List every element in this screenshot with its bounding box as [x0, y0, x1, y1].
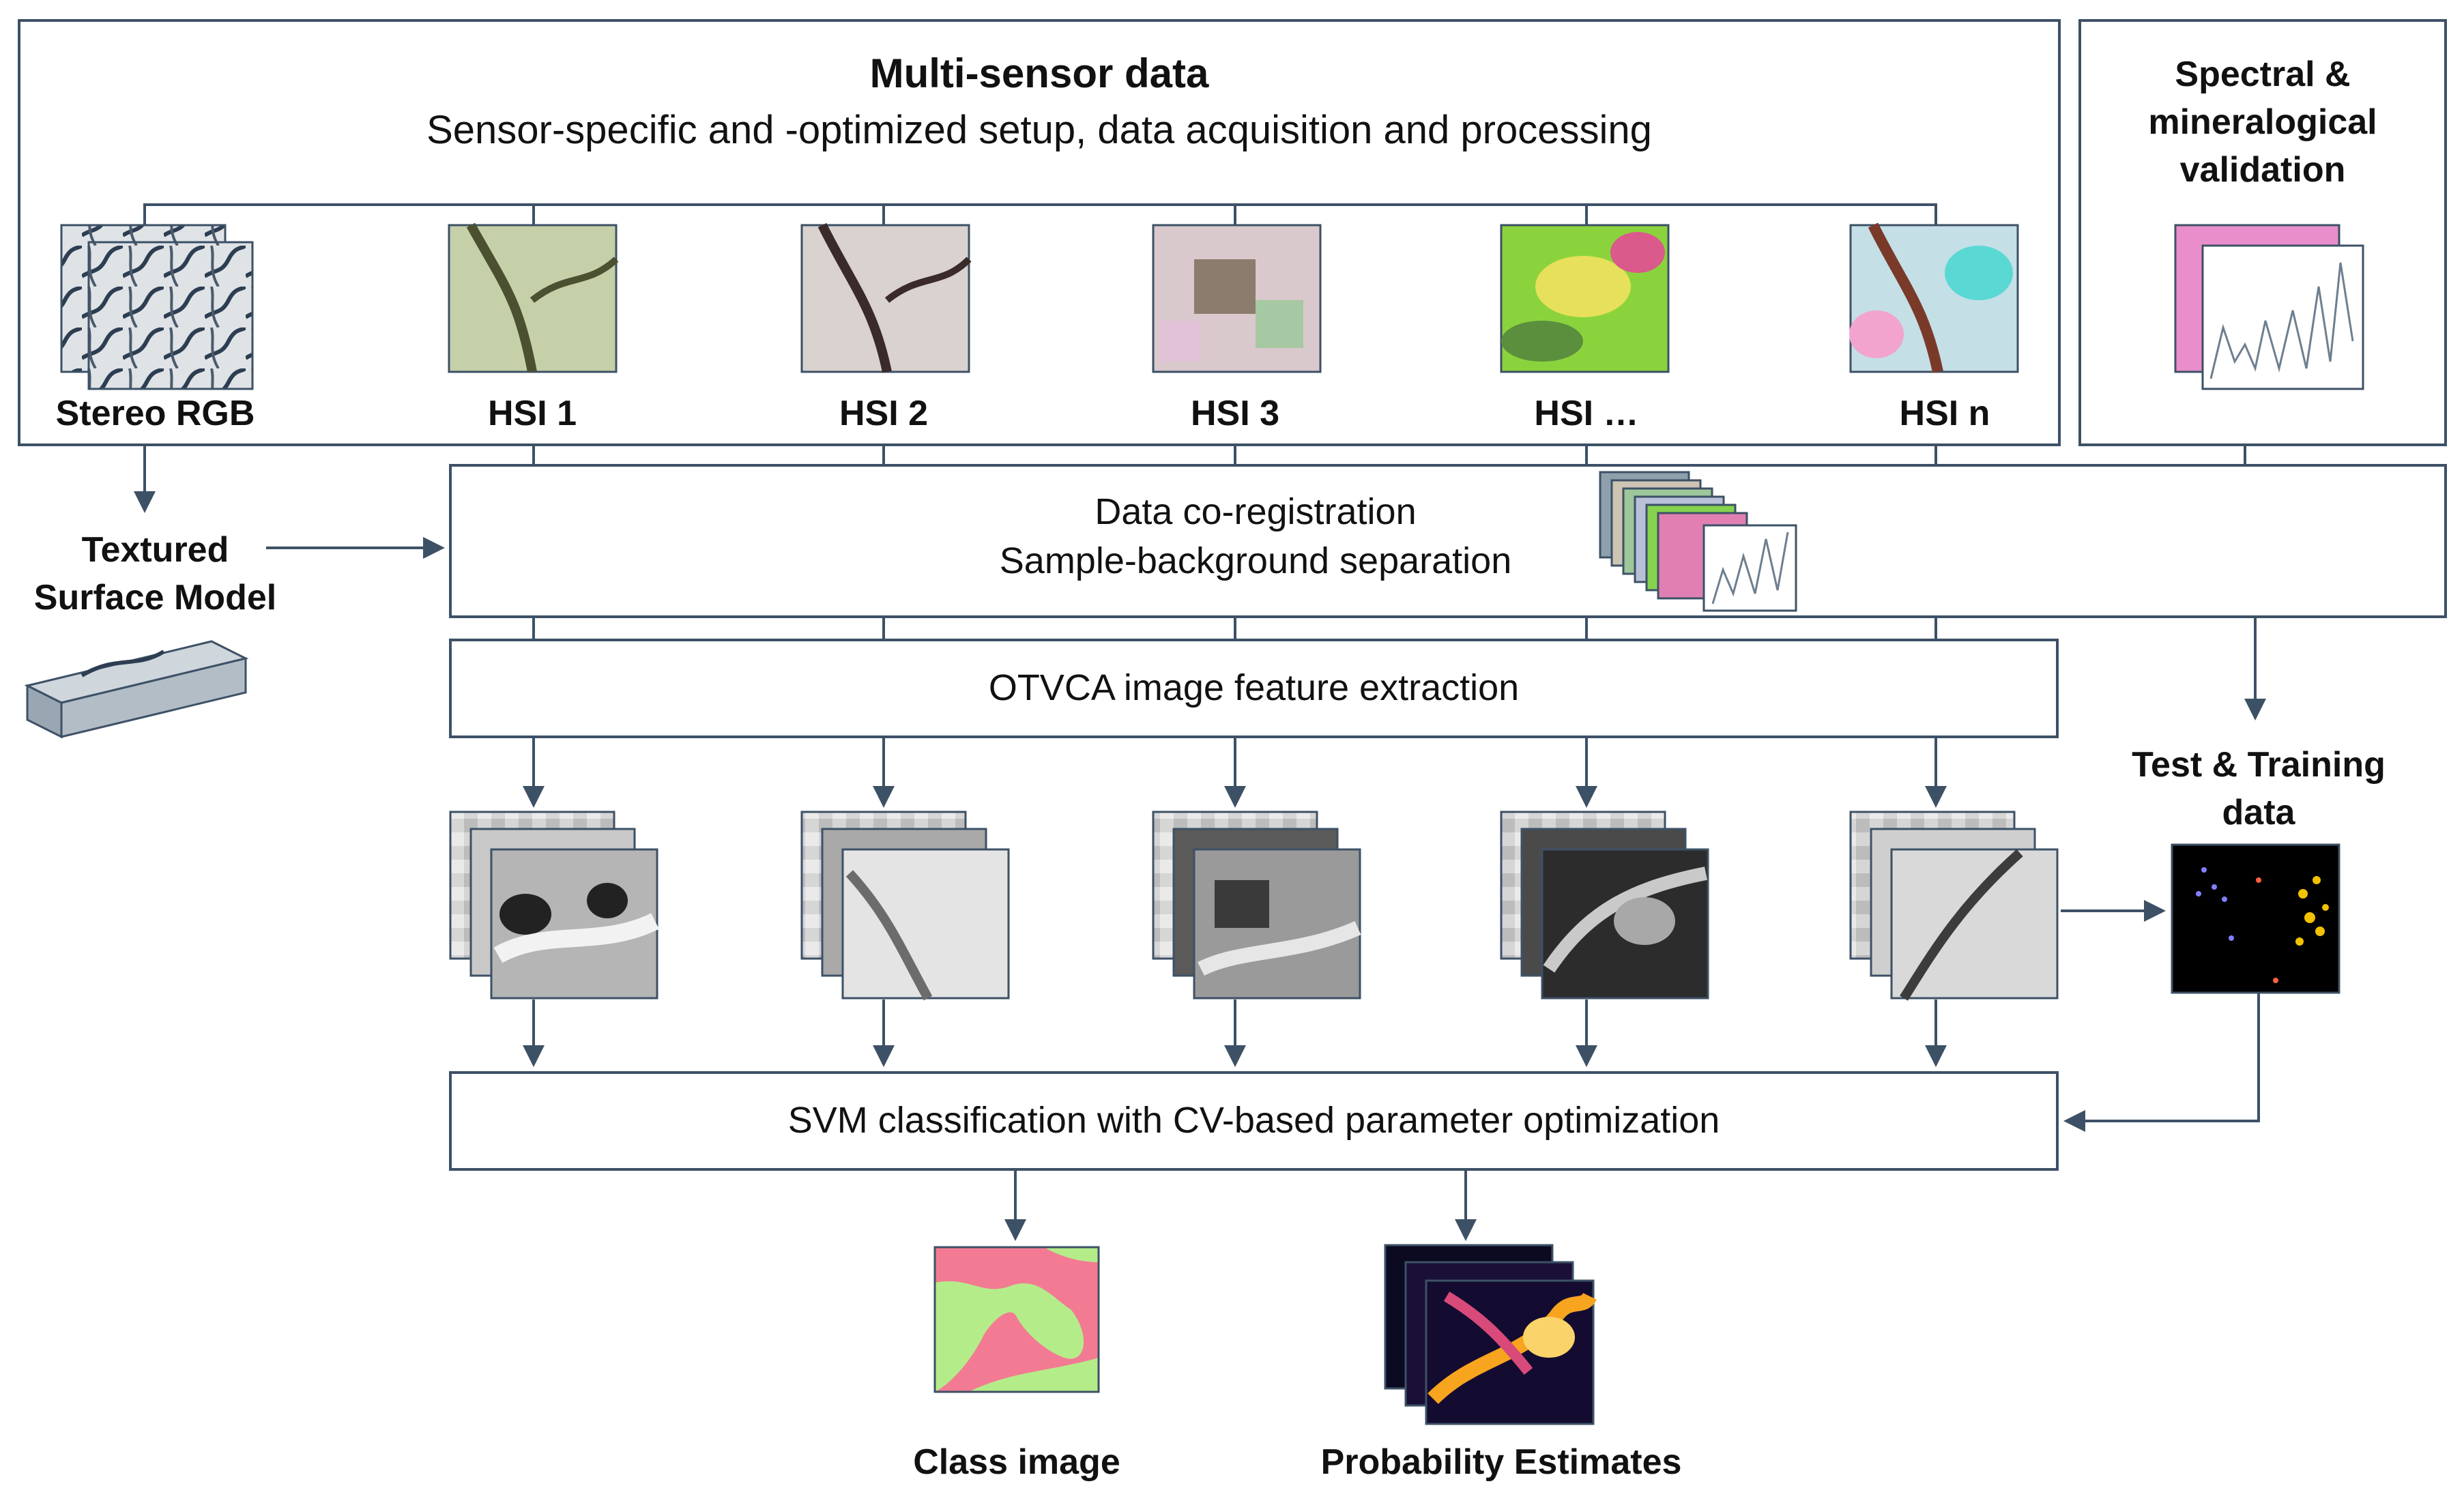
validation-title-line3: validation [2179, 150, 2346, 190]
diagram-subtitle: Sensor-specific and -optimized setup, da… [426, 108, 1652, 152]
training-data-line2: data [2222, 793, 2295, 832]
sensor-label-hsi-n: HSI n [1899, 394, 1990, 433]
hsi-1-image [448, 222, 619, 373]
class-image-label: Class image [913, 1442, 1120, 1482]
validation-image [2174, 224, 2364, 390]
multi-sensor-box [18, 19, 2061, 446]
feature-stack-1 [449, 811, 659, 1000]
probability-label: Probability Estimates [1320, 1442, 1682, 1482]
sensor-label-hsi-2: HSI 2 [839, 394, 929, 433]
sensor-bracket [143, 203, 1937, 225]
hsi-n-image [1849, 222, 2019, 373]
coregistration-stack-image [1599, 471, 1797, 612]
coregistration-line1: Data co-registration [1095, 491, 1417, 532]
class-image [933, 1246, 1100, 1393]
feature-stack-5 [1849, 811, 2059, 1001]
sensor-label-stereo-rgb: Stereo RGB [55, 394, 255, 433]
surface-model-line1: Textured [81, 530, 229, 570]
arrow-training-to-svm [2063, 993, 2260, 1132]
hsi-2-image [800, 222, 972, 373]
feature-stack-2 [800, 811, 1010, 1001]
validation-box [2078, 19, 2447, 446]
svm-box [449, 1071, 2059, 1171]
feature-stack-4 [1500, 811, 1709, 1000]
sensor-label-hsi-1: HSI 1 [487, 394, 577, 433]
otvca-label: OTVCA image feature extraction [988, 667, 1520, 708]
svm-label: SVM classification with CV-based paramet… [787, 1100, 1720, 1141]
coregistration-box [449, 464, 2447, 618]
hsi-dots-image [1500, 224, 1670, 373]
hsi-3-image [1152, 224, 1322, 373]
otvca-box [449, 639, 2059, 738]
probability-image [1384, 1244, 1597, 1425]
feature-stack-3 [1152, 811, 1361, 1000]
sensor-label-hsi-dots: HSI … [1534, 394, 1639, 433]
surface-model-image [24, 640, 249, 739]
stereo-rgb-image [60, 224, 254, 390]
validation-title-line1: Spectral & [2175, 55, 2351, 94]
sensor-label-hsi-3: HSI 3 [1190, 394, 1280, 433]
surface-model-line2: Surface Model [33, 578, 277, 617]
training-data-line1: Test & Training [2132, 745, 2386, 785]
validation-title-line2: mineralogical [2148, 102, 2377, 142]
training-data-image [2171, 843, 2340, 994]
coregistration-line2: Sample-background separation [999, 540, 1512, 581]
diagram-title: Multi-sensor data [869, 50, 1209, 96]
